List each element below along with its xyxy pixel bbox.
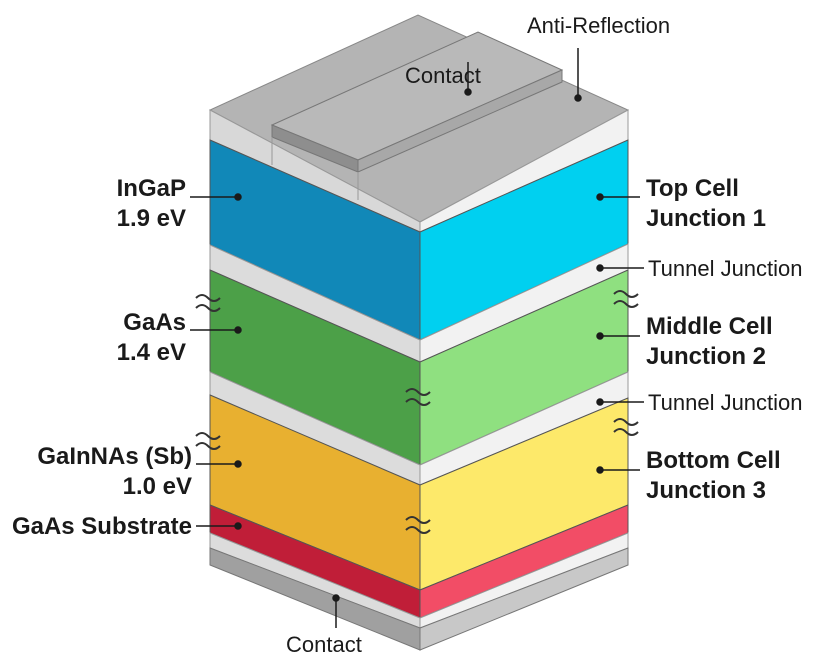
label-junction-1: Junction 1	[646, 205, 766, 232]
label-gainnas-name: GaInNAs (Sb)	[37, 443, 192, 470]
label-anti-reflection: Anti-Reflection	[527, 13, 670, 38]
label-junction-3: Junction 3	[646, 477, 766, 504]
label-ingap-name: InGaP	[117, 175, 186, 202]
label-bottom-cell: Bottom Cell	[646, 447, 781, 474]
label-gaas-ev: 1.4 eV	[117, 339, 186, 366]
contact-bar-side	[357, 69, 563, 173]
label-top-cell: Top Cell	[646, 175, 739, 202]
label-contact-top: Contact	[405, 63, 481, 88]
label-gaas-substrate: GaAs Substrate	[12, 513, 192, 540]
break-marks	[195, 290, 639, 534]
label-contact-bottom: Contact	[286, 632, 362, 657]
label-gainnas-ev: 1.0 eV	[123, 473, 192, 500]
leader-lines	[190, 48, 644, 628]
label-junction-2: Junction 2	[646, 343, 766, 370]
label-gaas-name: GaAs	[123, 309, 186, 336]
label-middle-cell: Middle Cell	[646, 313, 773, 340]
label-tunnel-junction-2: Tunnel Junction	[648, 390, 803, 415]
label-ingap-ev: 1.9 eV	[117, 205, 186, 232]
label-tunnel-junction-1: Tunnel Junction	[648, 256, 803, 281]
bottom-contact-side	[419, 547, 629, 651]
